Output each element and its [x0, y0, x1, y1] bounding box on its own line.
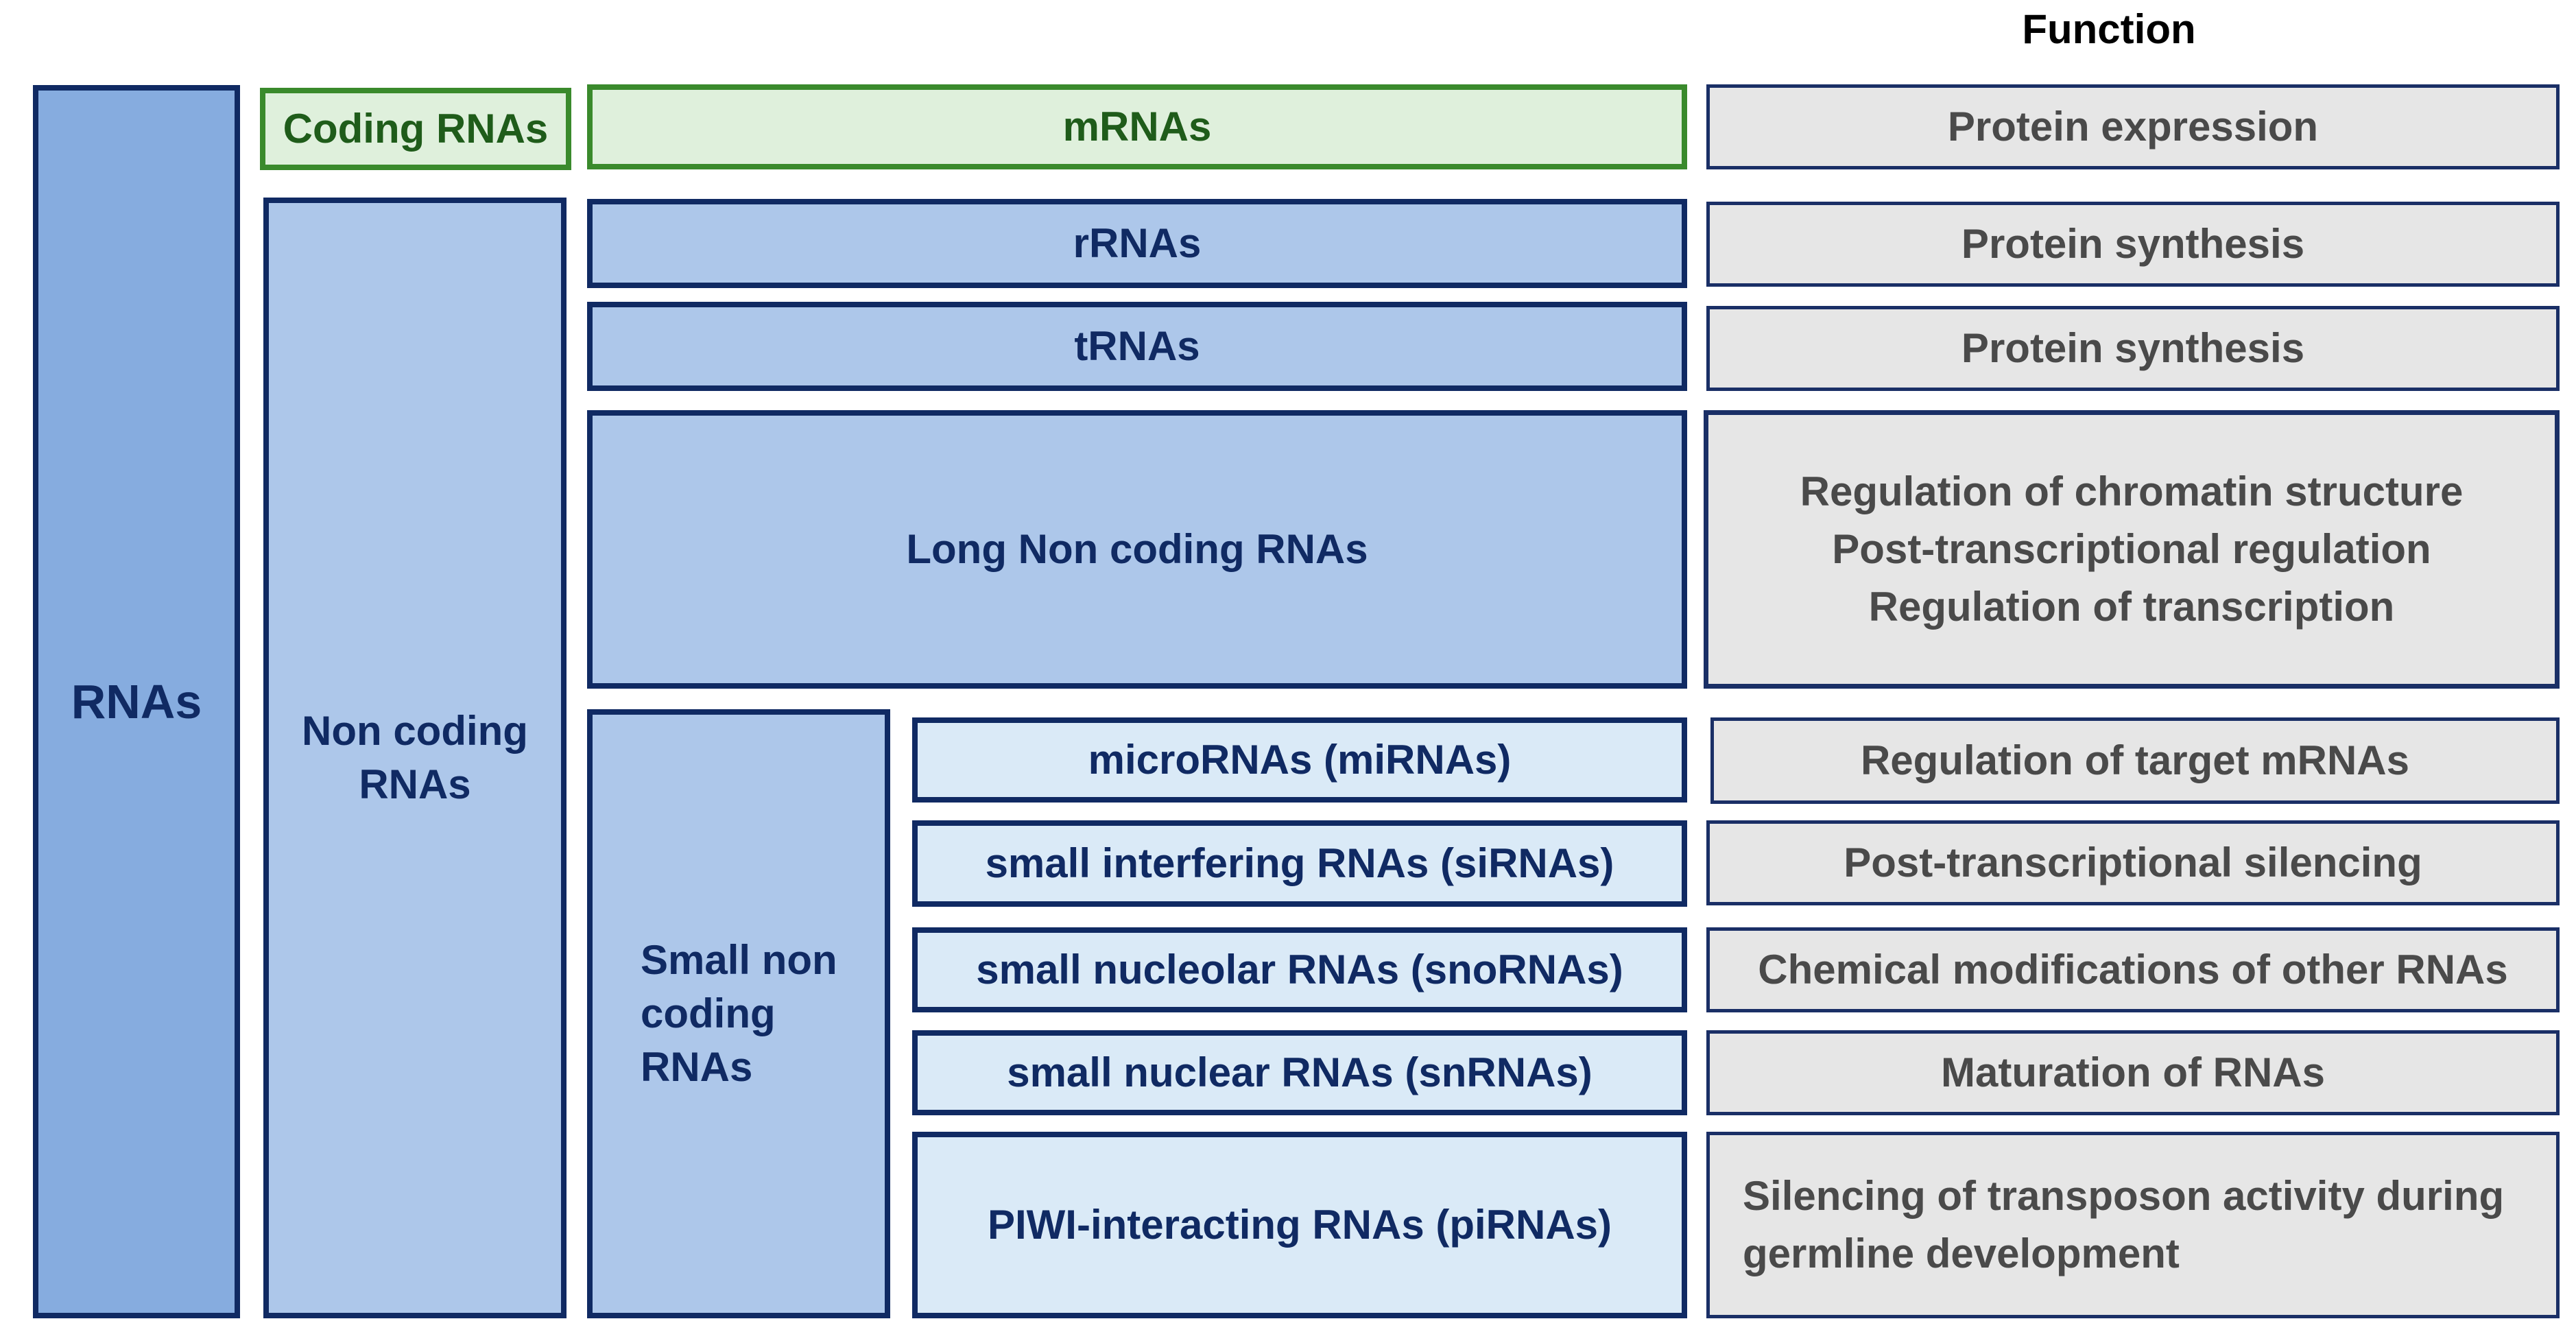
coding-rnas-box: Coding RNAs — [260, 88, 571, 170]
function-lncrnas-box: Regulation of chromatin structure Post-t… — [1704, 410, 2560, 689]
snrnas-label: small nuclear RNAs (snRNAs) — [1007, 1049, 1593, 1095]
function-snrnas-label: Maturation of RNAs — [1941, 1049, 2325, 1095]
snrnas-box: small nuclear RNAs (snRNAs) — [912, 1030, 1687, 1115]
noncoding-rnas-label: Non coding RNAs — [302, 708, 528, 807]
rnas-root-box: RNAs — [33, 85, 240, 1318]
function-lncrnas-label: Regulation of chromatin structure Post-t… — [1800, 468, 2464, 630]
small-noncoding-rnas-box: Small non coding RNAs — [587, 709, 890, 1318]
function-trnas-box: Protein synthesis — [1706, 306, 2560, 391]
mirnas-box: microRNAs (miRNAs) — [912, 717, 1687, 803]
trnas-box: tRNAs — [587, 302, 1687, 391]
function-sirnas-label: Post-transcriptional silencing — [1844, 840, 2422, 886]
function-mrnas-label: Protein expression — [1947, 104, 2319, 150]
mirnas-label: microRNAs (miRNAs) — [1088, 737, 1512, 783]
pirnas-label: PIWI-interacting RNAs (piRNAs) — [987, 1202, 1612, 1248]
pirnas-box: PIWI-interacting RNAs (piRNAs) — [912, 1132, 1687, 1318]
function-snrnas-box: Maturation of RNAs — [1706, 1030, 2560, 1115]
lncrnas-label: Long Non coding RNAs — [906, 526, 1368, 572]
mrnas-label: mRNAs — [1062, 104, 1212, 150]
function-pirnas-box: Silencing of transposon activity during … — [1706, 1132, 2560, 1318]
coding-rnas-label: Coding RNAs — [283, 106, 549, 152]
mrnas-box: mRNAs — [587, 84, 1687, 169]
function-mirnas-label: Regulation of target mRNAs — [1860, 737, 2410, 783]
trnas-label: tRNAs — [1074, 323, 1200, 369]
function-sirnas-box: Post-transcriptional silencing — [1706, 820, 2560, 905]
function-mrnas-box: Protein expression — [1706, 84, 2560, 169]
noncoding-rnas-box: Non coding RNAs — [263, 198, 567, 1318]
function-column-header: Function — [1975, 5, 2243, 60]
function-trnas-label: Protein synthesis — [1961, 325, 2305, 371]
function-pirnas-label: Silencing of transposon activity during … — [1743, 1173, 2505, 1276]
sirnas-label: small interfering RNAs (siRNAs) — [985, 840, 1614, 886]
small-noncoding-rnas-label: Small non coding RNAs — [641, 937, 837, 1090]
function-mirnas-box: Regulation of target mRNAs — [1710, 717, 2560, 804]
snornas-box: small nucleolar RNAs (snoRNAs) — [912, 927, 1687, 1012]
function-snornas-label: Chemical modifications of other RNAs — [1758, 947, 2508, 993]
function-rrnas-label: Protein synthesis — [1961, 221, 2305, 267]
function-header-label: Function — [2022, 6, 2196, 52]
sirnas-box: small interfering RNAs (siRNAs) — [912, 820, 1687, 907]
rrnas-box: rRNAs — [587, 199, 1687, 288]
rnas-root-label: RNAs — [71, 674, 202, 728]
function-rrnas-box: Protein synthesis — [1706, 202, 2560, 287]
function-snornas-box: Chemical modifications of other RNAs — [1706, 927, 2560, 1012]
rrnas-label: rRNAs — [1073, 220, 1202, 266]
snornas-label: small nucleolar RNAs (snoRNAs) — [976, 947, 1623, 993]
lncrnas-box: Long Non coding RNAs — [587, 410, 1687, 689]
